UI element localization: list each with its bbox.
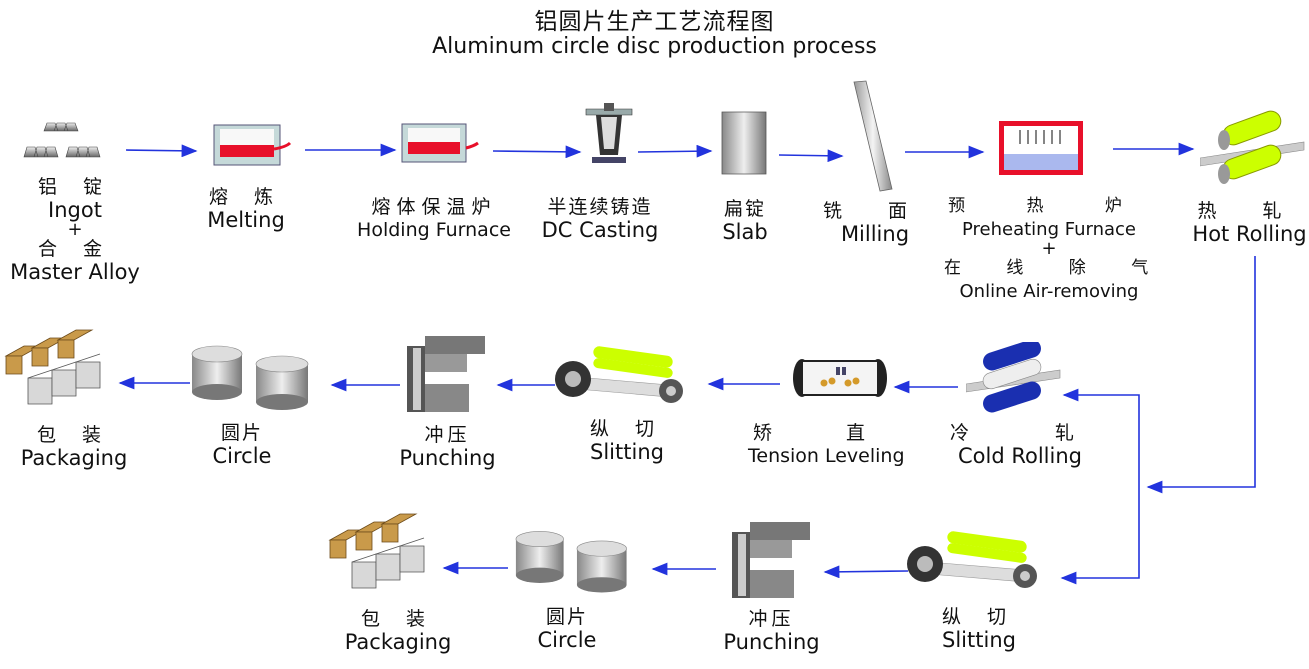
dc-casting-icon xyxy=(585,103,633,163)
tension-leveling-icon xyxy=(793,359,887,397)
label-slitting: 纵 切 Slitting xyxy=(589,418,665,464)
label-melting: 熔 炼 Melting xyxy=(207,186,285,232)
arrow-hotroll-down xyxy=(1146,256,1256,494)
label-punching: 冲压 Punching xyxy=(723,608,820,654)
label-punching: 冲压 Punching xyxy=(399,424,496,470)
label-circle: 圆片 Circle xyxy=(537,606,597,652)
punching-icon xyxy=(407,336,485,412)
arrow-dc-slab xyxy=(637,144,713,158)
title-chinese: 铝圆片生产工艺流程图 xyxy=(534,9,775,35)
label-ingot: 铝 锭 Ingot + 合 金 Master Alloy xyxy=(10,176,140,284)
label-slab: 扁锭 Slab xyxy=(722,198,768,244)
arrow-to-slit2 xyxy=(1060,487,1140,585)
label-circle: 圆片 Circle xyxy=(212,422,272,468)
label-hot-rolling: 热 轧 Hot Rolling xyxy=(1192,200,1307,246)
slitting-icon xyxy=(555,346,683,403)
label-holding-furnace: 熔体保温炉 Holding Furnace xyxy=(357,196,511,241)
arrow-to-coldroll xyxy=(1062,388,1140,487)
arrow-slit2-punch2 xyxy=(823,565,909,579)
milling-icon xyxy=(853,80,893,192)
label-preheating: 预 热 炉 Preheating Furnace + 在 线 除 气 Onlin… xyxy=(944,196,1169,302)
title-english: Aluminum circle disc production process xyxy=(432,34,877,59)
label-cold-rolling: 冷 轧 Cold Rolling xyxy=(950,422,1115,468)
label-slitting: 纵 切 Slitting xyxy=(941,606,1017,652)
circle-icon xyxy=(515,531,627,593)
slitting-icon xyxy=(907,531,1037,588)
label-milling: 铣 面 Milling xyxy=(822,200,928,246)
label-packaging: 包 装 Packaging xyxy=(20,424,128,470)
circle-icon xyxy=(191,345,309,410)
label-dc-casting: 半连续铸造 DC Casting xyxy=(541,196,659,242)
arrow-slab-milling xyxy=(778,149,844,163)
holding-furnace-icon xyxy=(401,123,479,163)
label-packaging: 包 装 Packaging xyxy=(344,608,452,654)
preheating-furnace-icon xyxy=(999,121,1083,175)
cold-rolling-icon xyxy=(966,342,1061,413)
punching-icon xyxy=(732,522,810,598)
slab-icon xyxy=(721,111,767,175)
arrow-ingot-melting xyxy=(125,144,198,158)
packaging-icon xyxy=(328,513,425,589)
label-tension-leveling: 矫 直 Tension Leveling xyxy=(748,422,905,467)
melting-furnace-icon xyxy=(213,124,292,166)
hot-rolling-icon xyxy=(1200,110,1305,184)
ingot-icon xyxy=(23,122,101,158)
arrow-holding-dc xyxy=(492,145,582,159)
packaging-icon xyxy=(4,329,101,405)
